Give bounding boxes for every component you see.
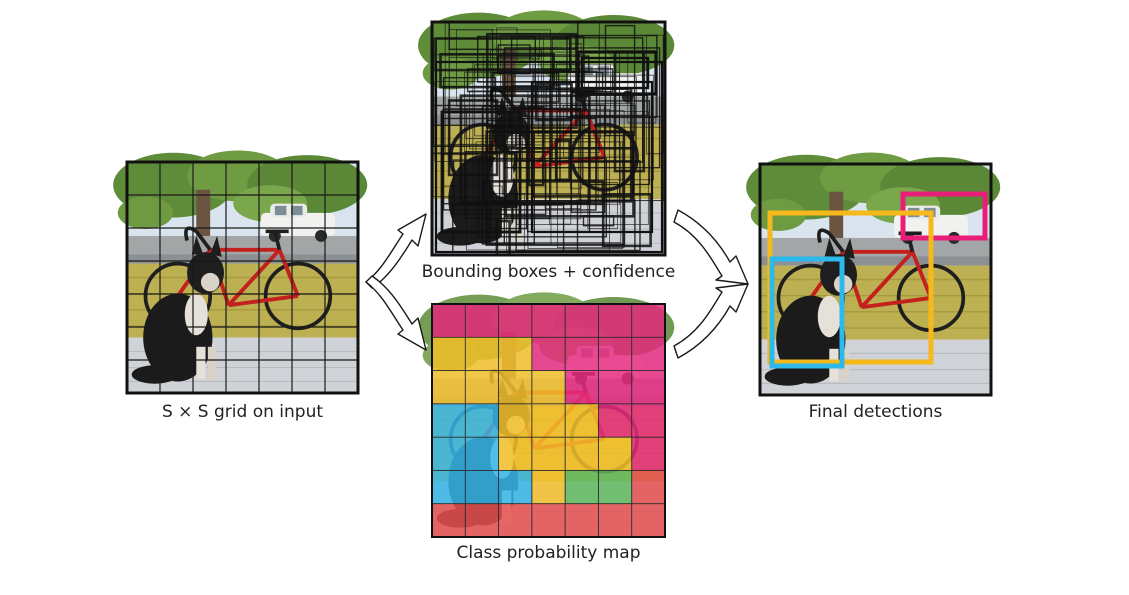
class-cell <box>598 370 632 404</box>
class-cell <box>432 470 466 504</box>
class-cell <box>498 337 532 371</box>
candidate-box <box>516 111 649 225</box>
class-cell <box>498 403 532 438</box>
class-cell <box>432 503 466 537</box>
detection-box-dog <box>769 256 845 369</box>
candidate-box <box>582 100 651 186</box>
candidate-box <box>527 106 545 187</box>
input-grid-overlay <box>127 162 358 393</box>
class-cell <box>631 403 665 438</box>
class-cell <box>465 370 499 404</box>
class-cell <box>565 403 599 438</box>
class-cell <box>531 337 566 371</box>
candidate-box <box>466 68 614 93</box>
class-cell <box>531 403 566 438</box>
bounding-boxes-panel <box>416 8 677 257</box>
candidate-box <box>489 125 528 230</box>
class-cell <box>565 470 599 504</box>
class-probability-cells <box>432 304 665 537</box>
class-cell <box>631 304 665 338</box>
class-cell <box>531 304 566 338</box>
grid-input-panel <box>111 148 370 395</box>
candidate-box <box>465 105 601 139</box>
class-cell <box>531 470 566 504</box>
class-cell <box>565 337 599 371</box>
class-cell <box>598 503 632 537</box>
class-cell <box>465 470 499 504</box>
class-cell <box>498 470 532 504</box>
candidate-box <box>440 110 522 234</box>
merge-arrow-bottom-icon <box>673 283 749 359</box>
class-cell <box>531 437 566 471</box>
class-cell <box>631 370 665 404</box>
candidate-box <box>582 215 615 227</box>
caption-class-map: Class probability map <box>456 543 641 563</box>
candidate-box <box>544 88 581 209</box>
class-cell <box>631 503 665 537</box>
class-cell <box>598 437 632 471</box>
class-cell <box>465 503 499 537</box>
class-cell <box>465 437 499 471</box>
candidate-box <box>601 193 652 248</box>
candidate-box <box>604 24 636 137</box>
class-cell <box>465 403 499 438</box>
candidate-box <box>530 80 654 234</box>
candidate-boxes-overlay <box>431 21 665 257</box>
class-grid-overlay <box>432 304 665 537</box>
class-cell <box>432 437 466 471</box>
candidate-box <box>485 130 626 246</box>
class-cell <box>598 403 632 438</box>
class-cell <box>565 437 599 471</box>
class-cell <box>631 437 665 471</box>
candidate-box <box>551 37 644 163</box>
candidate-box <box>502 51 620 196</box>
class-cell <box>465 304 499 338</box>
class-cell <box>498 503 532 537</box>
candidate-box <box>563 105 636 158</box>
class-cell <box>498 370 532 404</box>
class-cell <box>432 337 466 371</box>
caption-grid-input: S × S grid on input <box>161 402 324 422</box>
candidate-box <box>503 47 661 169</box>
class-cell <box>465 337 499 371</box>
candidate-box <box>433 38 545 146</box>
candidate-box <box>492 33 540 60</box>
class-cell <box>598 470 632 504</box>
merge-arrow-top-icon <box>673 209 749 285</box>
class-cell <box>598 337 632 371</box>
split-arrow-down-icon <box>365 275 427 351</box>
candidate-box <box>576 50 658 96</box>
class-cell <box>498 437 532 471</box>
caption-bounding-boxes: Bounding boxes + confidence <box>421 262 676 282</box>
class-cell <box>565 304 599 338</box>
split-arrow-up-icon <box>365 213 427 289</box>
class-cell <box>531 370 566 404</box>
detection-box-car <box>900 191 988 241</box>
candidate-box <box>510 35 536 108</box>
candidate-box <box>580 56 650 90</box>
class-cell <box>531 503 566 537</box>
class-probability-panel <box>416 290 677 539</box>
candidate-box <box>554 138 571 182</box>
caption-final-detections: Final detections <box>808 402 943 422</box>
class-cell <box>432 370 466 404</box>
class-cell <box>432 403 466 438</box>
class-cell <box>631 337 665 371</box>
final-detections-panel <box>744 150 1003 397</box>
class-cell <box>598 304 632 338</box>
class-cell <box>565 370 599 404</box>
candidate-box <box>439 52 555 89</box>
class-cell <box>498 304 532 338</box>
candidate-box <box>570 43 582 190</box>
candidate-box <box>434 60 664 254</box>
class-cell <box>432 304 466 338</box>
class-cell <box>565 503 599 537</box>
candidate-box <box>447 99 499 177</box>
class-cell <box>631 470 665 504</box>
